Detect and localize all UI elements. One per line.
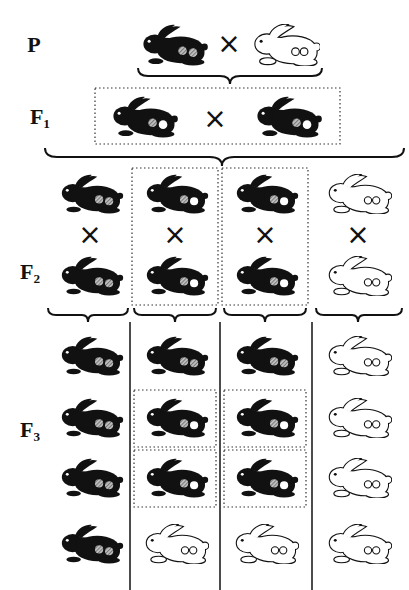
cross-symbol: × [346,221,369,249]
black-rabbit [62,257,123,296]
white-rabbit [330,459,391,498]
black-rabbit [237,337,298,376]
column-divider [129,322,131,590]
black-rabbit [62,459,123,498]
dotted-frame [134,390,216,447]
black-rabbit [237,175,298,214]
cross-symbol: × [78,221,101,249]
black-rabbit [113,97,177,138]
dotted-frame [224,390,306,447]
black-rabbit [147,175,208,214]
generation-label: P [27,34,40,56]
brace [316,308,402,322]
column-divider [311,322,313,590]
brace [224,308,306,322]
white-rabbit [255,25,319,66]
white-rabbit [147,525,208,564]
black-rabbit [143,25,207,66]
brace [134,308,216,322]
dotted-frame [222,168,308,305]
brace [45,148,404,166]
brace [138,68,322,84]
black-rabbit [147,459,208,498]
generation-label: F₃ [20,419,40,441]
dotted-frame [224,450,306,507]
white-rabbit [330,257,391,296]
generation-label: F₁ [30,106,50,128]
cross-symbol: × [253,221,276,249]
white-rabbit [237,525,298,564]
black-rabbit [62,337,123,376]
black-rabbit [62,525,123,564]
cross-symbol: × [217,30,240,58]
black-rabbit [62,175,123,214]
white-rabbit [330,175,391,214]
black-rabbit [237,257,298,296]
cross-symbol: × [163,221,186,249]
brace [48,308,128,322]
white-rabbit [330,525,391,564]
cross-symbol: × [203,105,226,133]
generation-label: F₂ [20,261,40,283]
white-rabbit [330,337,391,376]
black-rabbit [257,97,321,138]
black-rabbit [147,257,208,296]
dotted-frame [132,168,218,305]
dotted-frame [134,450,216,507]
black-rabbit [237,459,298,498]
black-rabbit [147,337,208,376]
black-rabbit [237,399,298,438]
dotted-frame [95,88,340,144]
white-rabbit [330,399,391,438]
column-divider [219,322,221,590]
black-rabbit [147,399,208,438]
black-rabbit [62,399,123,438]
